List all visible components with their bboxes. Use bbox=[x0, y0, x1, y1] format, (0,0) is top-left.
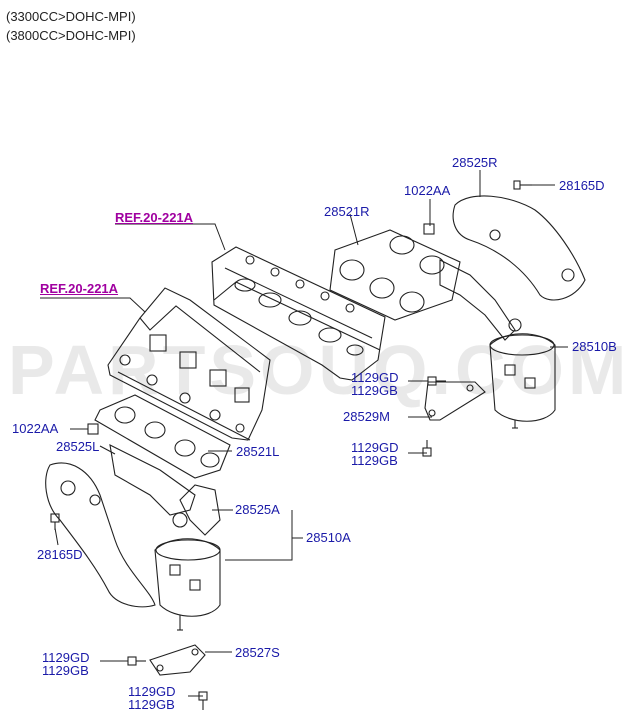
exhaust-manifold-left bbox=[109, 444, 221, 536]
part-label-28525R[interactable]: 28525R bbox=[452, 155, 498, 170]
bracket-right bbox=[424, 381, 486, 421]
heat-shield-right bbox=[452, 195, 586, 301]
cylinder-head-left bbox=[107, 287, 271, 441]
engine-spec-line-1: (3300CC>DOHC-MPI) bbox=[6, 9, 136, 24]
part-label-1129GD-right-1[interactable]: 1129GD bbox=[351, 370, 399, 385]
watermark: PARTSOUQ.COM bbox=[8, 331, 631, 409]
leader-lines bbox=[40, 170, 568, 697]
exhaust-manifold-right bbox=[439, 259, 522, 341]
heat-shield-left bbox=[45, 462, 156, 608]
part-label-1129GB-left-1[interactable]: 1129GB bbox=[42, 663, 89, 678]
part-label-1022AA-left[interactable]: 1022AA bbox=[12, 421, 59, 436]
gasket-right bbox=[329, 229, 461, 321]
part-label-1129GB-left-2[interactable]: 1129GB bbox=[128, 697, 175, 712]
part-label-28527S[interactable]: 28527S bbox=[235, 645, 280, 660]
part-label-28525A[interactable]: 28525A bbox=[235, 502, 280, 517]
part-label-28521R[interactable]: 28521R bbox=[324, 204, 370, 219]
ref-link-lower[interactable]: REF.20-221A bbox=[40, 281, 119, 296]
ref-link-upper[interactable]: REF.20-221A bbox=[115, 210, 194, 225]
part-label-28165D-left[interactable]: 28165D bbox=[37, 547, 83, 562]
bolts-right bbox=[422, 180, 532, 457]
part-label-1022AA-right[interactable]: 1022AA bbox=[404, 183, 451, 198]
gasket-left bbox=[94, 394, 231, 479]
part-label-1129GB-right-2[interactable]: 1129GB bbox=[351, 453, 398, 468]
engine-spec-line-2: (3800CC>DOHC-MPI) bbox=[6, 28, 136, 43]
catalytic-converter-left bbox=[154, 538, 221, 631]
bolts-left bbox=[50, 423, 208, 710]
part-label-1129GD-left-1[interactable]: 1129GD bbox=[42, 650, 90, 665]
part-label-28510B[interactable]: 28510B bbox=[572, 339, 617, 354]
cylinder-head-right bbox=[211, 246, 386, 381]
part-label-28529M[interactable]: 28529M bbox=[343, 409, 390, 424]
part-label-28510A[interactable]: 28510A bbox=[306, 530, 351, 545]
part-label-1129GB-right-1[interactable]: 1129GB bbox=[351, 383, 398, 398]
part-label-1129GD-left-2[interactable]: 1129GD bbox=[128, 684, 176, 699]
bracket-left bbox=[149, 644, 206, 676]
part-label-28525L[interactable]: 28525L bbox=[56, 439, 100, 454]
part-label-1129GD-right-2[interactable]: 1129GD bbox=[351, 440, 399, 455]
part-label-28521L[interactable]: 28521L bbox=[236, 444, 280, 459]
part-label-28165D-right[interactable]: 28165D bbox=[559, 178, 605, 193]
catalytic-converter-right bbox=[489, 333, 556, 429]
